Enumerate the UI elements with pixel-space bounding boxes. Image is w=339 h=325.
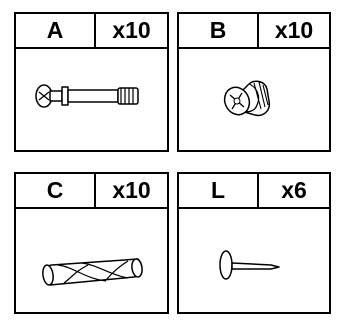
cam-bolt-icon	[16, 49, 167, 150]
cam-lock-icon	[179, 49, 329, 150]
part-letter: B	[179, 14, 259, 47]
part-card-a: A x10	[14, 12, 169, 152]
part-letter: C	[16, 174, 96, 207]
part-letter: L	[179, 174, 259, 207]
part-quantity: x10	[259, 14, 329, 47]
part-illustration	[16, 209, 167, 312]
part-card-header: L x6	[179, 174, 329, 209]
part-illustration	[179, 209, 329, 312]
part-illustration	[16, 49, 167, 150]
part-illustration	[179, 49, 329, 150]
part-card-l: L x6	[177, 172, 331, 314]
wooden-dowel-icon	[16, 209, 167, 312]
part-letter: A	[16, 14, 96, 47]
part-card-c: C x10	[14, 172, 169, 314]
part-quantity: x10	[96, 14, 167, 47]
part-quantity: x6	[259, 174, 329, 207]
part-card-header: C x10	[16, 174, 167, 209]
part-card-header: A x10	[16, 14, 167, 49]
nail-icon	[179, 209, 329, 312]
part-quantity: x10	[96, 174, 167, 207]
part-card-header: B x10	[179, 14, 329, 49]
part-card-b: B x10	[177, 12, 331, 152]
